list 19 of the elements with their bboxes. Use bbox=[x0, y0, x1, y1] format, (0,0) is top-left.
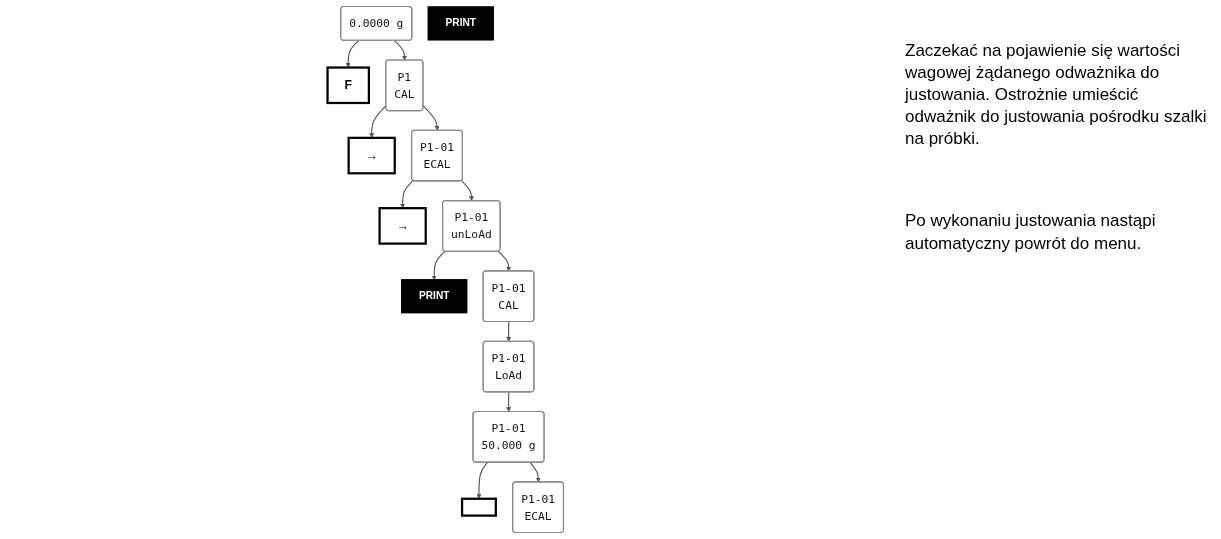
arrow bbox=[506, 321, 512, 342]
arrow bbox=[529, 461, 541, 483]
arrow bbox=[497, 250, 512, 272]
node-box: → bbox=[347, 136, 396, 175]
arrow bbox=[460, 180, 474, 202]
node-box: F bbox=[326, 66, 370, 105]
instruction-text: Zaczekać na pojawienie się wartości wagowej żądanego odważnika do justowania. Ostrożnie umieścić odważnik do justowania pośrodku szalki na próbki. bbox=[905, 40, 1207, 151]
arrow bbox=[422, 105, 440, 131]
node-box bbox=[460, 497, 497, 517]
arrow bbox=[476, 461, 489, 499]
instruction-text: Po wykonaniu justowania nastąpi automatyczny powrót do menu. bbox=[905, 210, 1157, 255]
arrow bbox=[506, 391, 512, 413]
arrow bbox=[400, 180, 414, 209]
arrow bbox=[431, 250, 446, 281]
arrow bbox=[393, 39, 407, 61]
node-box: PRINT bbox=[427, 6, 494, 41]
node-box: PRINT bbox=[401, 279, 468, 314]
node-box: → bbox=[378, 207, 427, 245]
arrow bbox=[345, 39, 360, 68]
